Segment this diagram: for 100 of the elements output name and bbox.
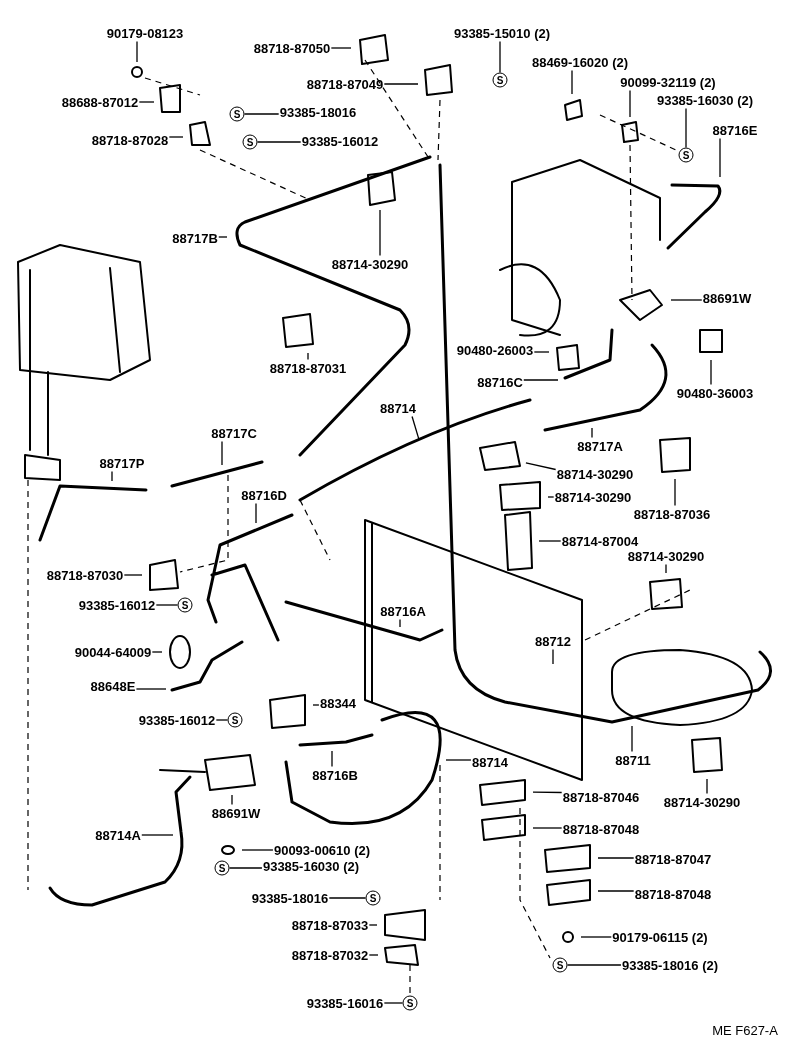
part-number: 93385-16012 [78, 597, 156, 613]
leader-line [141, 834, 174, 836]
leader-line [674, 478, 676, 507]
leader-line [328, 897, 367, 899]
circled-s-mark: S [229, 106, 245, 122]
leader-line [228, 867, 263, 869]
leader-line [123, 574, 143, 576]
leader-line [307, 352, 309, 361]
part-number: 88714A [95, 827, 141, 843]
part-number: 88716B [312, 767, 358, 783]
leader-line [221, 440, 223, 466]
part-number: 93385-16012 [301, 133, 379, 149]
leader-line [368, 954, 379, 956]
part-number: 88718-87032 [291, 947, 369, 963]
part-number: 88714-30290 [554, 489, 632, 505]
leader-line [670, 299, 703, 301]
part-number: 88648E [90, 678, 136, 694]
leader-line [629, 89, 631, 118]
circled-s-mark: S [402, 995, 418, 1011]
part-number: 88714-30290 [331, 256, 409, 272]
part-number: 90480-36003 [676, 385, 754, 401]
leader-line [243, 113, 280, 115]
leader-line [231, 794, 233, 806]
part-number: 88714-87004 [561, 533, 639, 549]
leader-line [706, 778, 708, 795]
leader-line [597, 857, 635, 859]
leader-line [685, 107, 687, 149]
part-number: 88714 [379, 400, 417, 416]
part-number: 88714-30290 [556, 466, 634, 482]
part-number: 88718-87046 [562, 789, 640, 805]
part-number: 90480-26003 [456, 342, 534, 358]
part-number: 90099-32119 (2) [620, 74, 716, 90]
leader-line [111, 470, 113, 482]
part-number: 90093-00610 (2) [273, 842, 371, 858]
leader-line [533, 351, 550, 353]
leader-line [665, 563, 667, 574]
leader-line [312, 704, 320, 706]
part-number: 88718-87033 [291, 917, 369, 933]
part-number: 88714 [471, 754, 509, 770]
part-number: 90179-08123 [106, 25, 184, 41]
circled-s-mark: S [365, 890, 381, 906]
leader-line [155, 604, 179, 606]
part-number: 93385-18016 (2) [621, 957, 719, 973]
leader-line [383, 1002, 404, 1004]
leader-line [597, 890, 635, 892]
leader-line [571, 69, 573, 95]
leader-line [566, 964, 622, 966]
leader-line [368, 924, 378, 926]
circled-s-mark: S [552, 957, 568, 973]
leader-line [580, 936, 612, 938]
leader-line [525, 462, 557, 471]
leader-line [168, 136, 184, 138]
part-number: 93385-16016 [306, 995, 384, 1011]
part-number: 88718-87048 [634, 886, 712, 902]
part-number: 93385-16030 (2) [656, 92, 754, 108]
leader-line [256, 141, 302, 143]
leader-line [538, 540, 562, 542]
leader-line [255, 502, 257, 524]
part-number: 88716D [241, 487, 287, 503]
part-number: 88716E [712, 122, 758, 138]
circled-s-mark: S [177, 597, 193, 613]
part-number: 93385-18016 [279, 104, 357, 120]
part-number: 93385-18016 [251, 890, 329, 906]
part-number: 88717P [99, 455, 145, 471]
part-number: 88718-87031 [269, 360, 347, 376]
part-number: 88717C [211, 425, 257, 441]
part-number: 90044-64009 [74, 644, 152, 660]
part-number: 88717A [577, 438, 623, 454]
leader-line [547, 496, 555, 498]
leader-line [591, 427, 593, 439]
leader-line [331, 750, 333, 768]
circled-s-mark: S [214, 860, 230, 876]
leader-line [241, 849, 274, 851]
part-number: 88718-87047 [634, 851, 712, 867]
leader-line [719, 137, 721, 178]
part-number: 88718-87049 [306, 76, 384, 92]
part-number: 88691W [211, 805, 261, 821]
leader-line [218, 236, 228, 238]
part-number: 88716A [380, 603, 426, 619]
leader-line [631, 725, 633, 753]
part-number: 88469-16020 (2) [531, 54, 629, 70]
part-number: 93385-15010 (2) [453, 25, 551, 41]
circled-s-mark: S [227, 712, 243, 728]
part-number: 88714-30290 [663, 794, 741, 810]
leader-line [411, 415, 420, 440]
part-number: 88718-87036 [633, 506, 711, 522]
part-number: 88718-87028 [91, 132, 169, 148]
part-number: 93385-16012 [138, 712, 216, 728]
part-number: 90179-06115 (2) [612, 929, 708, 945]
part-number: 88718-87048 [562, 821, 640, 837]
part-number: 88344 [319, 695, 357, 711]
leader-line [523, 379, 559, 381]
part-number: 93385-16030 (2) [262, 858, 360, 874]
leader-line [215, 719, 229, 721]
part-number: 88712 [534, 633, 572, 649]
figure-code: ME F627-A [712, 1022, 778, 1038]
part-number: 88718-87030 [46, 567, 124, 583]
leader-line [552, 648, 554, 665]
leader-line [135, 688, 167, 690]
leader-line [499, 40, 501, 74]
